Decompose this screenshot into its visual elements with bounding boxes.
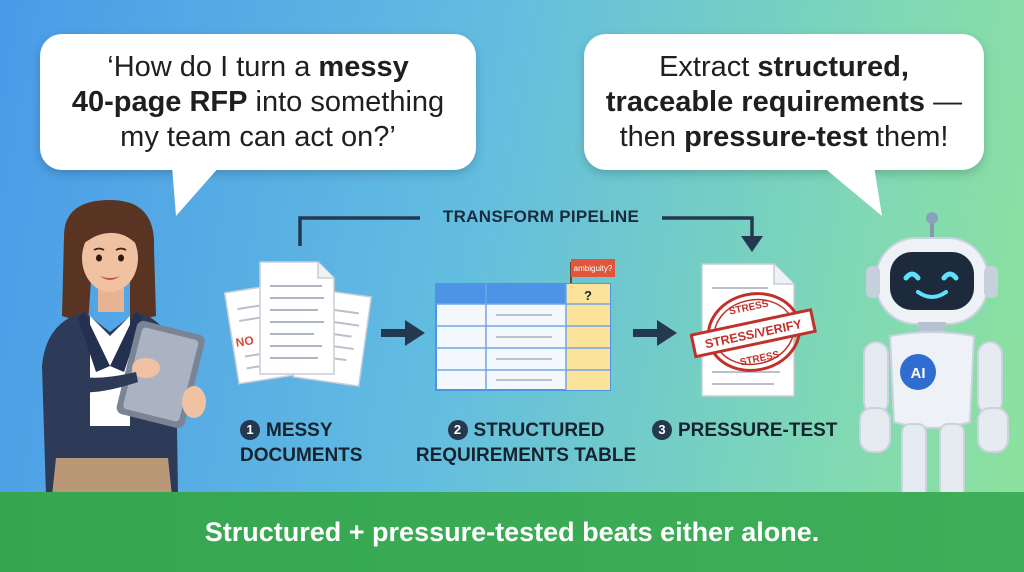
bubble-text: then xyxy=(619,120,685,153)
bubble-text: my team can act on?’ xyxy=(120,120,396,153)
takeaway-banner: Structured + pressure-tested beats eithe… xyxy=(0,492,1024,572)
bubble-text: into something xyxy=(247,85,445,118)
bubble-text-bold: pressure-test xyxy=(684,120,868,153)
pressure-test-document-icon: STRESS/VERIFY STRESS STRESS xyxy=(690,263,817,397)
robot-speech-bubble: Extract structured, traceable requiremen… xyxy=(584,34,984,170)
messy-documents-icon: NO xyxy=(223,261,373,387)
ai-robot-illustration: AI xyxy=(859,212,1009,498)
step-label-line: PRESSURE-TEST xyxy=(678,420,838,441)
ambiguity-question-mark: ? xyxy=(584,288,592,303)
bubble-text-bold: traceable requirements xyxy=(605,85,926,118)
bubble-text-bold: structured, xyxy=(757,50,909,83)
bubble-text-bold: 40-page RFP xyxy=(71,85,248,118)
ambiguity-flag-text: ambiguity? xyxy=(574,264,613,273)
step-1-label: 1 MESSY DOCUMENTS xyxy=(240,418,362,468)
woman-with-tablet-illustration xyxy=(42,200,206,496)
woman-question-text: ‘How do I turn a messy 40-page RFP into … xyxy=(72,50,444,155)
bubble-text: — xyxy=(925,85,963,118)
step-label-line: MESSY xyxy=(266,420,333,441)
step-label-line: DOCUMENTS xyxy=(240,445,363,466)
pipeline-connector-arrow xyxy=(298,216,763,252)
step-arrow-icon xyxy=(381,320,425,346)
requirements-table-icon: ambiguity? ? xyxy=(435,259,615,391)
robot-ai-badge: AI xyxy=(911,365,926,382)
step-arrow-icon xyxy=(633,320,677,346)
woman-speech-bubble: ‘How do I turn a messy 40-page RFP into … xyxy=(40,34,476,170)
step-3-label: 3 PRESSURE-TEST xyxy=(652,418,837,443)
pipeline-title: TRANSFORM PIPELINE xyxy=(442,207,640,226)
step-number-badge: 3 xyxy=(652,420,672,440)
step-number-badge: 2 xyxy=(447,420,468,440)
document-stamp-text: NO xyxy=(235,333,255,350)
robot-bubble-tail xyxy=(822,166,882,216)
bubble-text: them! xyxy=(867,120,949,153)
woman-bubble-tail xyxy=(172,166,220,216)
step-label-line: REQUIREMENTS TABLE xyxy=(415,445,637,466)
takeaway-text: Structured + pressure-tested beats eithe… xyxy=(204,516,820,547)
bubble-text: Extract xyxy=(659,50,758,83)
step-label-line: STRUCTURED xyxy=(473,420,605,441)
bubble-text-bold: messy xyxy=(318,50,409,83)
step-number-badge: 1 xyxy=(240,420,260,440)
bubble-text: ‘How do I turn a xyxy=(107,50,319,83)
robot-answer-text: Extract structured, traceable requiremen… xyxy=(606,50,962,155)
